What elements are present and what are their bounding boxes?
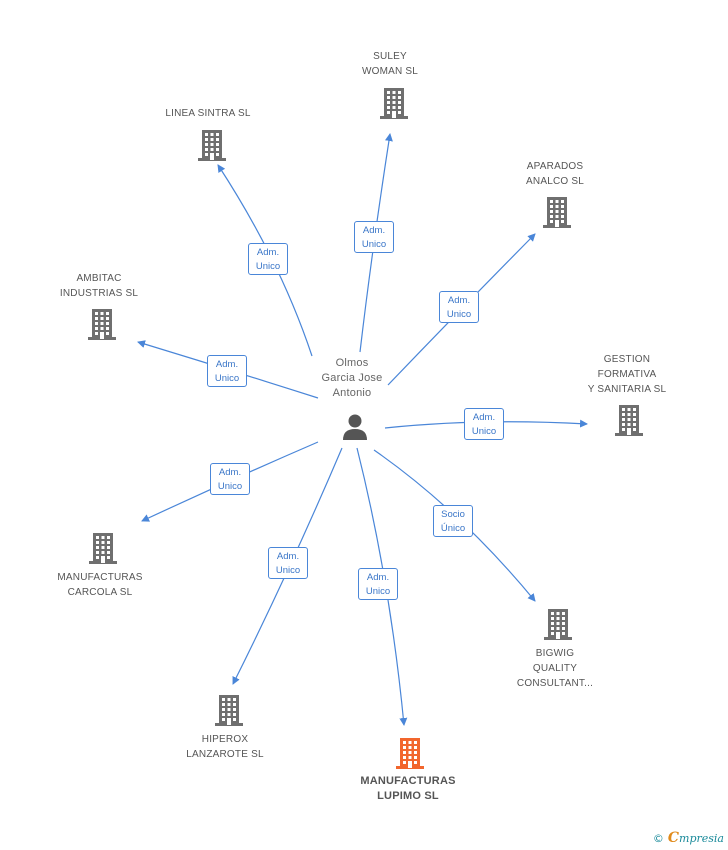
company-label-ambitac[interactable]: AMBITAC INDUSTRIAS SL (59, 273, 139, 299)
relation-label-lupimo[interactable]: Adm. Unico (358, 568, 398, 600)
building-icon-hiperox[interactable] (213, 693, 245, 727)
relation-label-bigwig[interactable]: Socio Único (433, 505, 473, 537)
company-label-lupimo[interactable]: MANUFACTURAS LUPIMO SL (360, 775, 456, 802)
building-icon-carcola[interactable] (87, 531, 119, 565)
brand-footer: ©Cmpresia (653, 830, 724, 846)
relation-label-aparados[interactable]: Adm. Unico (439, 291, 479, 323)
brand-initial: C (667, 830, 680, 846)
relation-label-ambitac[interactable]: Adm. Unico (207, 355, 247, 387)
building-icon-suley[interactable] (378, 86, 410, 120)
relation-label-hiperox[interactable]: Adm. Unico (268, 547, 308, 579)
relation-label-linea[interactable]: Adm. Unico (248, 243, 288, 275)
relation-label-gestion[interactable]: Adm. Unico (464, 408, 504, 440)
relation-label-suley[interactable]: Adm. Unico (354, 221, 394, 253)
copyright-symbol: © (652, 832, 664, 845)
building-icon-aparados[interactable] (541, 195, 573, 229)
building-icon-gestion[interactable] (613, 403, 645, 437)
relation-label-carcola[interactable]: Adm. Unico (210, 463, 250, 495)
building-icon-lupimo[interactable] (394, 736, 426, 770)
building-icon-bigwig[interactable] (542, 607, 574, 641)
building-icon-ambitac[interactable] (86, 307, 118, 341)
company-label-aparados[interactable]: APARADOS ANALCO SL (526, 161, 584, 187)
company-label-bigwig[interactable]: BIGWIG QUALITY CONSULTANT... (516, 648, 594, 689)
company-label-linea[interactable]: LINEA SINTRA SL (165, 108, 251, 119)
person-name[interactable]: Olmos Garcia Jose Antonio (321, 357, 383, 399)
brand-name: mpresia (679, 832, 724, 845)
person-icon[interactable] (340, 412, 370, 442)
company-label-carcola[interactable]: MANUFACTURAS CARCOLA SL (57, 572, 143, 598)
company-label-gestion[interactable]: GESTION FORMATIVA Y SANITARIA SL (587, 354, 667, 395)
company-label-hiperox[interactable]: HIPEROX LANZAROTE SL (186, 734, 264, 760)
building-icon-linea[interactable] (196, 128, 228, 162)
company-label-suley[interactable]: SULEY WOMAN SL (361, 51, 419, 77)
